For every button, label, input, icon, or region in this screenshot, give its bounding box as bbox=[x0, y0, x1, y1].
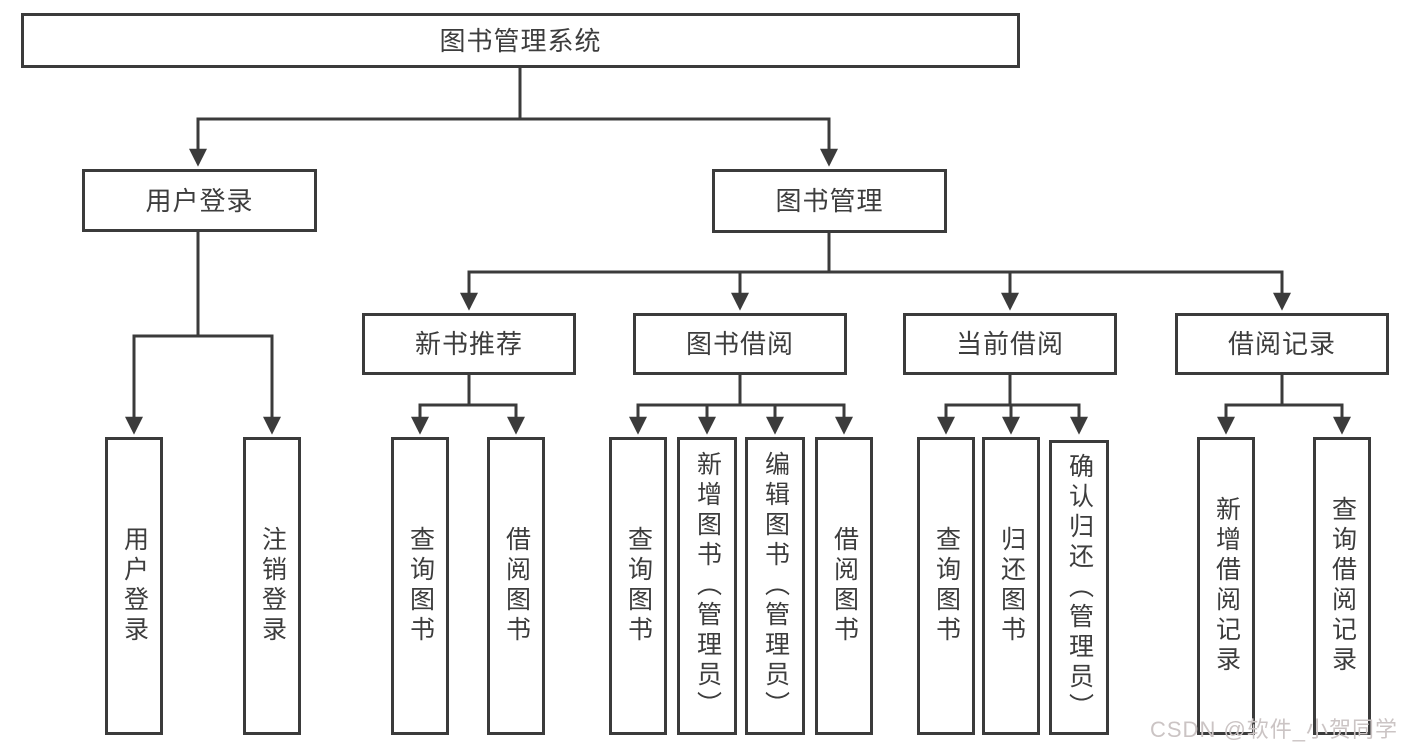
leaf-borrow-books: 借阅图书 bbox=[815, 437, 873, 735]
node-book-borrowing: 图书借阅 bbox=[633, 313, 847, 375]
leaf-confirm-return-admin: 确认归还（管理员） bbox=[1049, 440, 1109, 735]
leaf-query-books-recommend: 查询图书 bbox=[391, 437, 449, 735]
node-current-borrowing: 当前借阅 bbox=[903, 313, 1117, 375]
leaf-add-borrow-record: 新增借阅记录 bbox=[1197, 437, 1255, 735]
leaf-query-books-borrowing: 查询图书 bbox=[609, 437, 667, 735]
leaf-query-books-current: 查询图书 bbox=[917, 437, 975, 735]
leaf-add-book-admin: 新增图书（管理员） bbox=[677, 437, 737, 735]
leaf-user-login: 用户登录 bbox=[105, 437, 163, 735]
csdn-watermark: CSDN @软件_小贺同学 bbox=[1150, 717, 1399, 742]
leaf-return-books: 归还图书 bbox=[982, 437, 1040, 735]
node-borrowing-records: 借阅记录 bbox=[1175, 313, 1389, 375]
node-book-management: 图书管理 bbox=[712, 169, 947, 233]
leaf-query-borrow-record: 查询借阅记录 bbox=[1313, 437, 1371, 735]
leaf-logout: 注销登录 bbox=[243, 437, 301, 735]
leaf-edit-book-admin: 编辑图书（管理员） bbox=[745, 437, 805, 735]
node-user-login: 用户登录 bbox=[82, 169, 317, 232]
node-new-book-recommend: 新书推荐 bbox=[362, 313, 576, 375]
node-root: 图书管理系统 bbox=[21, 13, 1020, 68]
leaf-borrow-books-recommend: 借阅图书 bbox=[487, 437, 545, 735]
